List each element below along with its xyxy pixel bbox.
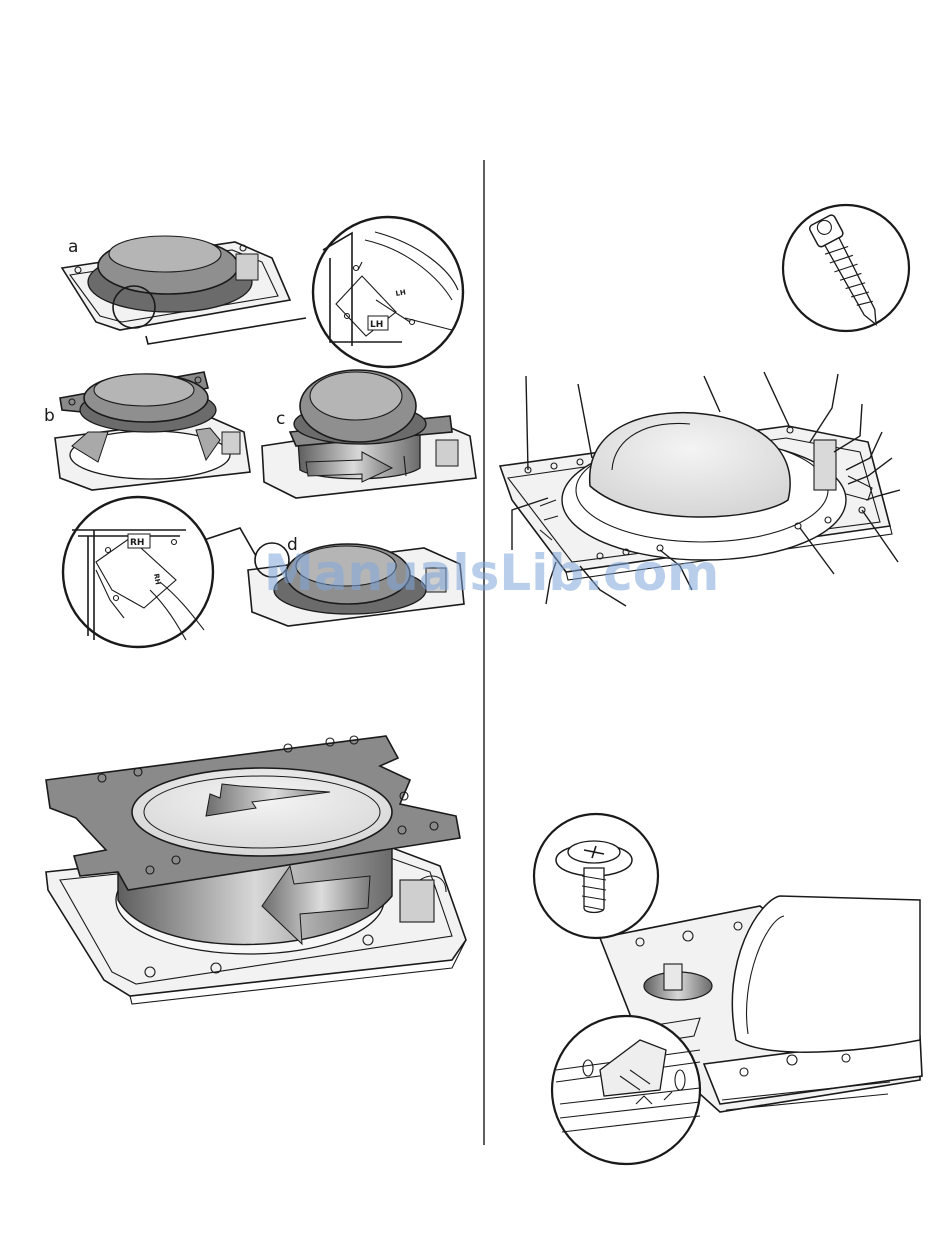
screw-callout — [783, 205, 909, 331]
figure-label-a: a — [68, 237, 78, 257]
detail-lh-corner: LH LH — [313, 217, 463, 367]
figure-label-c: c — [276, 409, 285, 429]
figure-label-b: b — [44, 406, 55, 426]
figure-a: a LH LH — [62, 217, 463, 367]
mark-rh-large: RH — [130, 538, 144, 548]
mark-lh-large: LH — [370, 320, 383, 330]
figure-c: c — [262, 370, 476, 498]
watermark-text: ManualsLib.com — [264, 544, 719, 602]
detail-rh-corner: RH RH — [63, 497, 213, 647]
machine-screw-figure — [534, 814, 922, 1164]
figure-bracket-rotate — [46, 736, 466, 1004]
figure-b: b — [44, 372, 250, 490]
detail-clip — [552, 1016, 700, 1164]
